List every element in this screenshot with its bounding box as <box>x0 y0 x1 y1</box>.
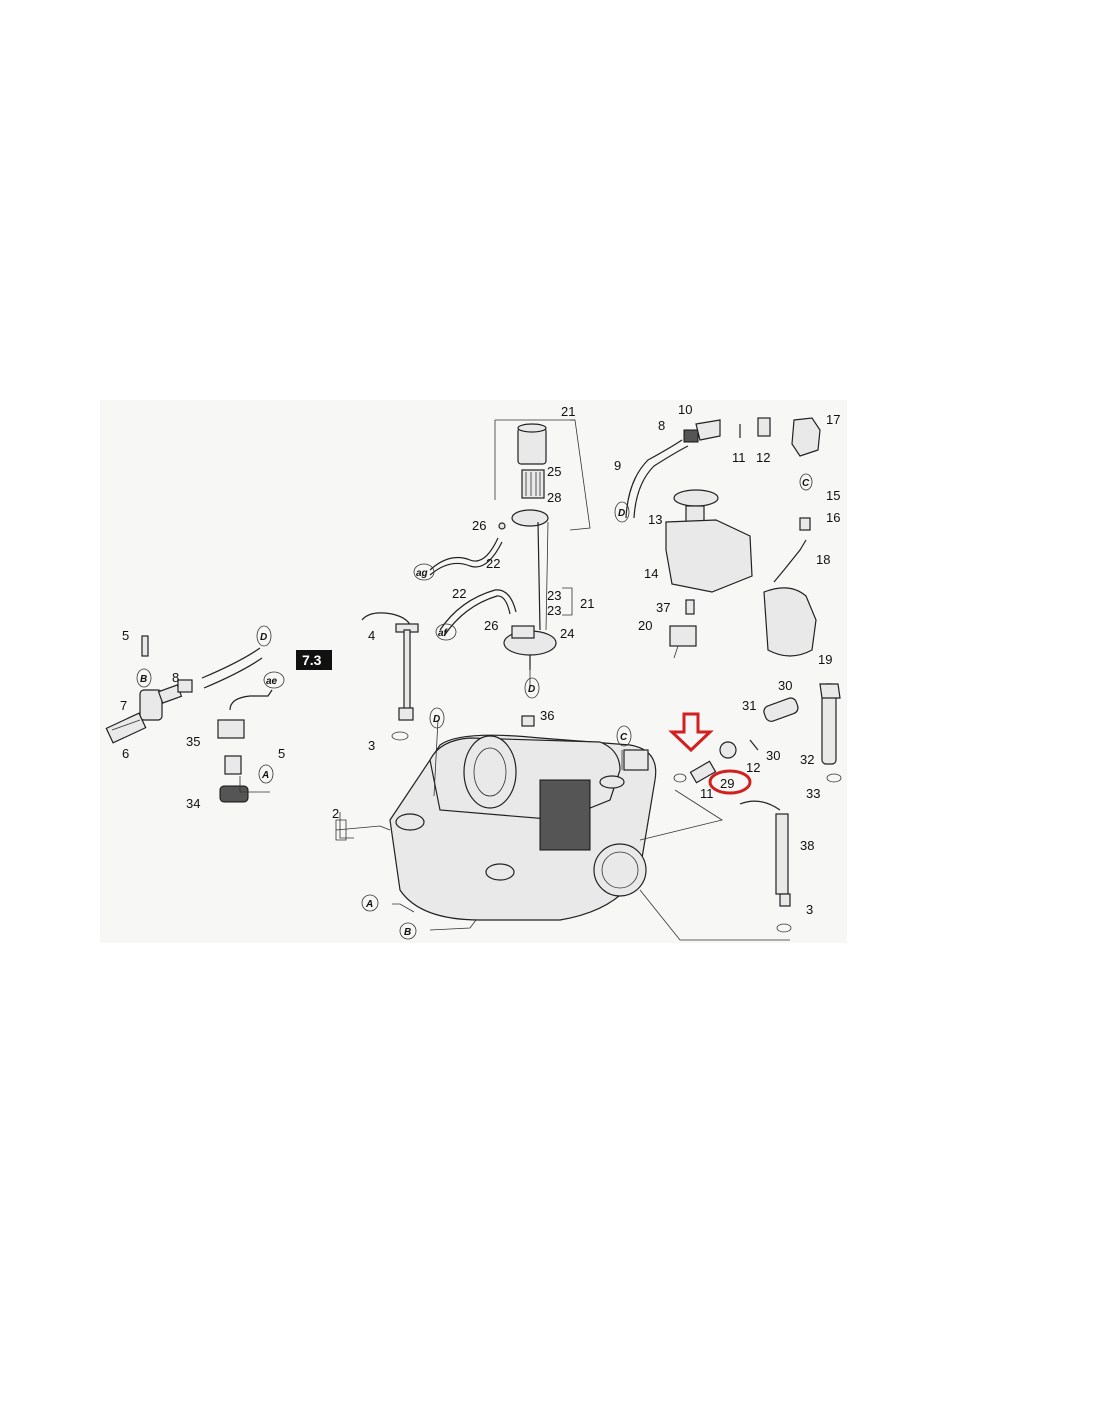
probe-4 <box>361 612 419 721</box>
callout-19: 19 <box>818 652 832 667</box>
callout-labels: 21 25 28 26 22 22 23 23 21 26 24 4 3 2 3… <box>120 402 840 917</box>
fuel-hose-lower <box>439 589 517 631</box>
exploded-parts-diagram: 21 25 28 26 22 22 23 23 21 26 24 4 3 2 3… <box>100 400 847 943</box>
callout-34: 34 <box>186 796 200 811</box>
connector-ag: ag <box>416 568 428 579</box>
callout-25: 25 <box>547 464 561 479</box>
highlight-circle <box>708 769 752 795</box>
callout-11b: 11 <box>700 786 714 801</box>
callout-29: 29 <box>720 776 734 791</box>
section-badge-label: 7.3 <box>302 652 322 668</box>
callout-22a: 22 <box>486 556 500 571</box>
callout-24: 24 <box>560 626 574 641</box>
callout-3b: 3 <box>806 902 813 917</box>
callout-30a: 30 <box>778 678 792 693</box>
right-side-parts <box>673 683 842 933</box>
connector-d3: D <box>433 714 440 725</box>
callout-3a: 3 <box>368 738 375 753</box>
diagram-canvas: 21 25 28 26 22 22 23 23 21 26 24 4 3 2 3… <box>105 402 842 941</box>
callout-17: 17 <box>826 412 840 427</box>
connector-a2: A <box>365 899 373 910</box>
connector-c1: C <box>802 478 810 489</box>
callout-15: 15 <box>826 488 840 503</box>
fuel-sender-24 <box>503 625 557 670</box>
callout-38: 38 <box>800 838 814 853</box>
callout-35: 35 <box>186 734 200 749</box>
callout-30b: 30 <box>766 748 780 763</box>
callout-26b: 26 <box>484 618 498 633</box>
callout-7: 7 <box>120 698 127 713</box>
connector-b2: B <box>404 927 411 938</box>
highlight-arrow-icon <box>668 712 714 753</box>
base-housing <box>389 715 657 921</box>
callout-13: 13 <box>648 512 662 527</box>
connector-a1: A <box>261 770 269 781</box>
callout-31: 31 <box>742 698 756 713</box>
callout-5a: 5 <box>122 628 129 643</box>
callout-21a: 21 <box>561 404 575 419</box>
callout-37: 37 <box>656 600 670 615</box>
tank-assembly <box>625 417 821 659</box>
section-badge: 7.3 <box>296 650 332 670</box>
callout-8a: 8 <box>172 670 179 685</box>
fuel-filter-assembly <box>494 419 591 631</box>
callout-23b: 23 <box>547 603 561 618</box>
fuel-hose-upper <box>429 537 499 571</box>
callout-28: 28 <box>547 490 561 505</box>
callout-2: 2 <box>332 806 339 821</box>
callout-26a: 26 <box>472 518 486 533</box>
connector-d4: D <box>618 508 625 519</box>
connector-ae: ae <box>266 676 278 687</box>
callout-18: 18 <box>816 552 830 567</box>
leader-lines <box>335 719 790 941</box>
connector-references: D D D D A A B B C C ae ag af <box>136 473 813 940</box>
connector-d1: D <box>260 632 267 643</box>
callout-10: 10 <box>678 402 692 417</box>
callout-22b: 22 <box>452 586 466 601</box>
callout-9: 9 <box>614 458 621 473</box>
callout-23a: 23 <box>547 588 561 603</box>
connector-d2: D <box>528 684 535 695</box>
callout-21b: 21 <box>580 596 594 611</box>
callout-14: 14 <box>644 566 658 581</box>
callout-12b: 12 <box>746 760 760 775</box>
callout-4: 4 <box>368 628 375 643</box>
callout-11a: 11 <box>732 450 746 465</box>
callout-5b: 5 <box>278 746 285 761</box>
callout-16: 16 <box>826 510 840 525</box>
callout-8b: 8 <box>658 418 665 433</box>
connector-af: af <box>438 628 449 639</box>
callout-33: 33 <box>806 786 820 801</box>
callout-36: 36 <box>540 708 554 723</box>
callout-20: 20 <box>638 618 652 633</box>
connector-b1: B <box>140 674 147 685</box>
connector-c2: C <box>620 732 628 743</box>
inlet-assembly <box>105 635 273 803</box>
callout-12a: 12 <box>756 450 770 465</box>
callout-6: 6 <box>122 746 129 761</box>
callout-32: 32 <box>800 752 814 767</box>
